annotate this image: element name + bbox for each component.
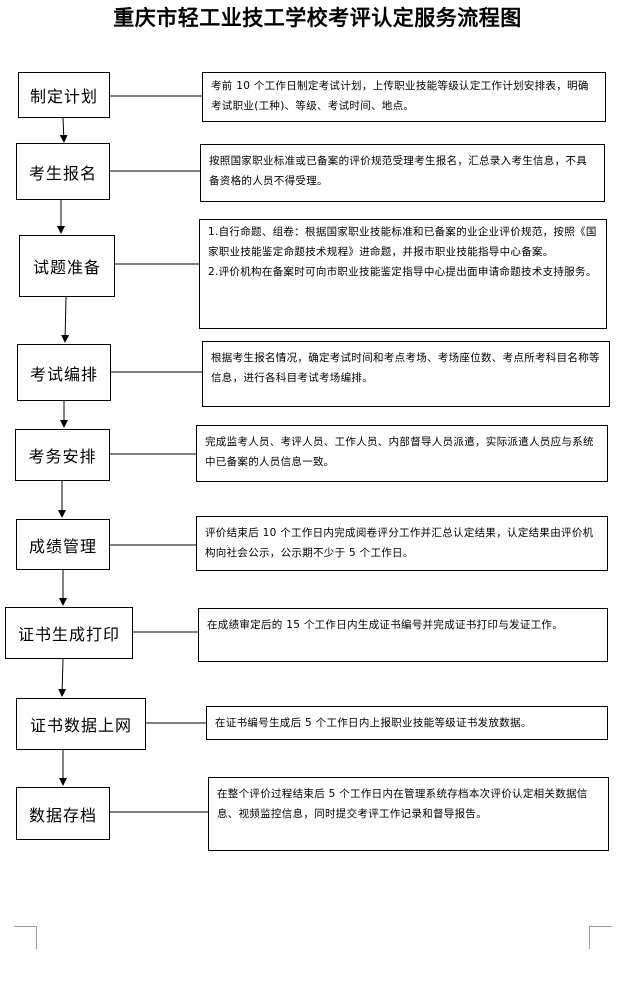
step-9-box: 数据存档: [16, 787, 110, 840]
step-2-description: 按照国家职业标准或已备案的评价规范受理考生报名，汇总录入考生信息，不具备资格的人…: [200, 144, 605, 202]
step-7-label: 证书生成打印: [17, 625, 120, 644]
step-7-box: 证书生成打印: [5, 607, 133, 659]
step-1-text: 考前 10 个工作日制定考试计划，上传职业技能等级认定工作计划安排表，明确考试职…: [211, 80, 589, 112]
step-4-description: 根据考生报名情况，确定考试时间和考点考场、考场座位数、考点所考科目名称等信息，进…: [202, 341, 610, 407]
step-3-description: 1.自行命题、组卷：根据国家职业技能标准和已备案的业企业评价规范，按照《国家职业…: [199, 219, 607, 329]
step-7-text: 在成绩审定后的 15 个工作日内生成证书编号并完成证书打印与发证工作。: [207, 619, 564, 631]
step-9-description: 在整个评价过程结束后 5 个工作日内在管理系统存档本次评价认定相关数据信息、视频…: [208, 777, 609, 851]
step-1-box: 制定计划: [18, 72, 110, 118]
step-5-label: 考务安排: [28, 447, 97, 466]
step-1-description: 考前 10 个工作日制定考试计划，上传职业技能等级认定工作计划安排表，明确考试职…: [202, 72, 606, 122]
step-7-description: 在成绩审定后的 15 个工作日内生成证书编号并完成证书打印与发证工作。: [198, 608, 608, 662]
step-8-description: 在证书编号生成后 5 个工作日内上报职业技能等级证书发放数据。: [206, 706, 608, 740]
page-title: 重庆市轻工业技工学校考评认定服务流程图: [113, 5, 522, 30]
step-6-text: 评价结束后 10 个工作日内完成阅卷评分工作并汇总认定结果，认定结果由评价机构向…: [205, 527, 594, 559]
step-2-label: 考生报名: [28, 163, 97, 183]
step-6-label: 成绩管理: [28, 536, 97, 556]
step-6-box: 成绩管理: [16, 519, 110, 570]
step-8-box: 证书数据上网: [16, 698, 146, 750]
step-9-text: 在整个评价过程结束后 5 个工作日内在管理系统存档本次评价认定相关数据信息、视频…: [217, 788, 588, 820]
step-3-text-1: 1.自行命题、组卷：根据国家职业技能标准和已备案的业企业评价规范，按照《国家职业…: [208, 226, 597, 258]
step-4-text: 根据考生报名情况，确定考试时间和考点考场、考场座位数、考点所考科目名称等信息，进…: [211, 352, 600, 384]
step-8-label: 证书数据上网: [29, 716, 132, 735]
step-3-label: 试题准备: [32, 258, 101, 277]
step-8-text: 在证书编号生成后 5 个工作日内上报职业技能等级证书发放数据。: [215, 717, 532, 729]
step-1-label: 制定计划: [29, 87, 98, 106]
step-4-box: 考试编排: [17, 344, 111, 401]
step-2-text: 按照国家职业标准或已备案的评价规范受理考生报名，汇总录入考生信息，不具备资格的人…: [209, 155, 587, 187]
step-5-description: 完成监考人员、考评人员、工作人员、内部督导人员派遣，实际派遣人员应与系统中已备案…: [196, 425, 608, 482]
page-corner-mark-left: [14, 926, 37, 949]
step-5-text: 完成监考人员、考评人员、工作人员、内部督导人员派遣，实际派遣人员应与系统中已备案…: [205, 436, 594, 468]
step-3-text-2: 2.评价机构在备案时可向市职业技能鉴定指导中心提出面申请命题技术支持服务。: [208, 266, 597, 278]
step-3-box: 试题准备: [19, 235, 115, 297]
step-6-description: 评价结束后 10 个工作日内完成阅卷评分工作并汇总认定结果，认定结果由评价机构向…: [196, 516, 608, 571]
step-9-label: 数据存档: [28, 805, 97, 825]
step-4-label: 考试编排: [29, 364, 98, 384]
step-5-box: 考务安排: [15, 429, 110, 481]
page-corner-mark-right: [589, 926, 612, 949]
step-2-box: 考生报名: [16, 143, 110, 200]
